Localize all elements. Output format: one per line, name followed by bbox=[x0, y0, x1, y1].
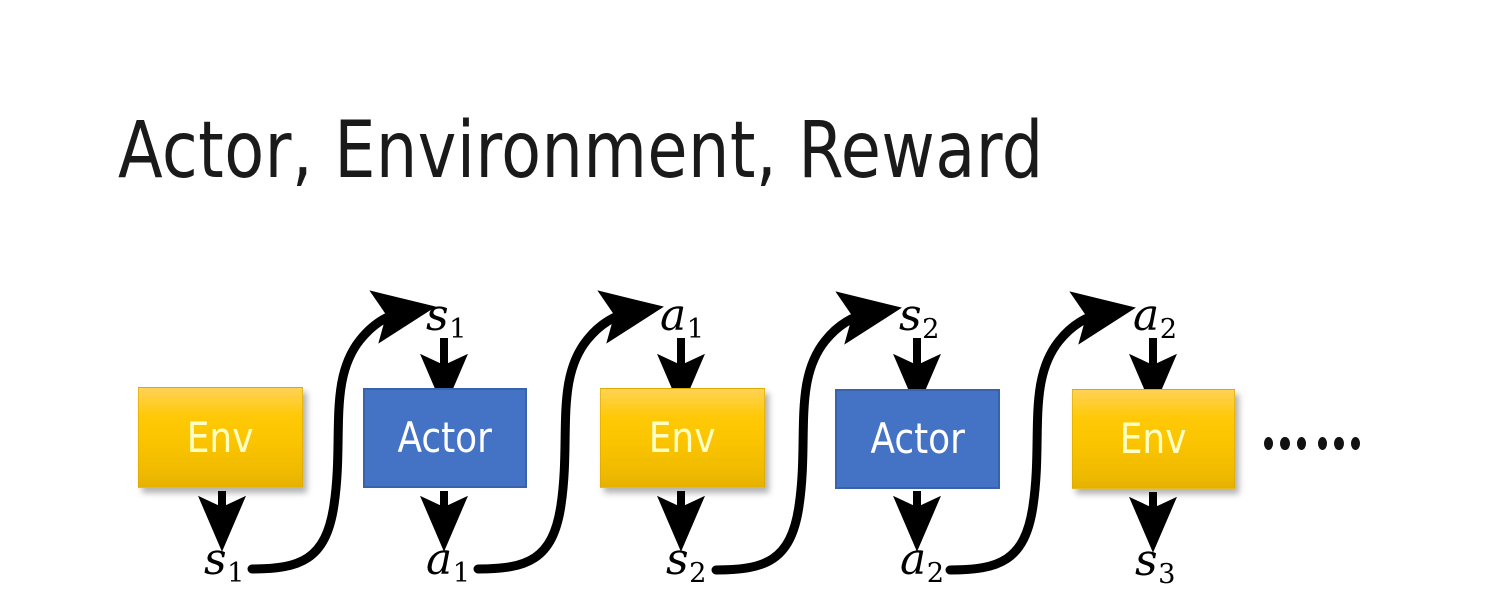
symbol-index: 2 bbox=[1159, 314, 1178, 346]
symbol-index: 1 bbox=[227, 558, 245, 590]
symbol-state-s2-input: s2 bbox=[899, 294, 939, 344]
symbol-base: a bbox=[660, 290, 687, 341]
ellipsis-dot bbox=[1317, 436, 1328, 450]
ellipsis-dot bbox=[1264, 436, 1274, 450]
symbol-action-a2-output: a2 bbox=[900, 538, 944, 588]
symbol-index: 2 bbox=[922, 314, 940, 346]
symbol-action-a1-input: a1 bbox=[660, 294, 704, 344]
symbol-index: 3 bbox=[1158, 559, 1176, 591]
symbol-base: s bbox=[1135, 535, 1158, 586]
symbol-base: s bbox=[899, 290, 922, 341]
ellipsis-dot bbox=[1334, 436, 1344, 450]
symbol-state-s1-input: s1 bbox=[426, 294, 466, 344]
page-title: Actor, Environment, Reward bbox=[118, 106, 1044, 196]
node-label: Env bbox=[649, 413, 716, 462]
node-actor-2[interactable]: Actor bbox=[835, 389, 1000, 489]
symbol-base: s bbox=[666, 534, 689, 585]
symbol-index: 1 bbox=[449, 314, 467, 346]
node-env-1[interactable]: Env bbox=[138, 387, 303, 488]
symbol-state-s1-output: s1 bbox=[204, 538, 244, 588]
symbol-base: a bbox=[426, 534, 453, 585]
symbol-base: s bbox=[426, 290, 449, 341]
ellipsis-dot bbox=[1280, 436, 1290, 450]
ellipsis-continuation bbox=[1264, 418, 1360, 468]
node-env-3[interactable]: Env bbox=[1072, 389, 1235, 489]
node-label: Actor bbox=[870, 414, 965, 463]
symbol-base: s bbox=[204, 534, 227, 585]
symbol-index: 1 bbox=[452, 558, 471, 590]
node-actor-1[interactable]: Actor bbox=[363, 388, 527, 488]
node-env-2[interactable]: Env bbox=[600, 388, 765, 488]
ellipsis-dot bbox=[1296, 436, 1306, 450]
symbol-base: a bbox=[900, 534, 927, 585]
symbol-state-s3-output: s3 bbox=[1135, 539, 1175, 589]
symbol-state-s2-output: s2 bbox=[666, 538, 706, 588]
node-label: Actor bbox=[397, 413, 493, 462]
symbol-index: 1 bbox=[686, 314, 705, 346]
symbol-action-a1-output: a1 bbox=[426, 538, 470, 588]
symbol-index: 2 bbox=[926, 558, 945, 590]
node-label: Env bbox=[187, 412, 254, 462]
symbol-action-a2-input: a2 bbox=[1133, 294, 1177, 344]
node-label: Env bbox=[1120, 414, 1187, 463]
symbol-base: a bbox=[1133, 290, 1160, 341]
ellipsis-dot bbox=[1350, 436, 1360, 450]
symbol-index: 2 bbox=[689, 558, 707, 590]
